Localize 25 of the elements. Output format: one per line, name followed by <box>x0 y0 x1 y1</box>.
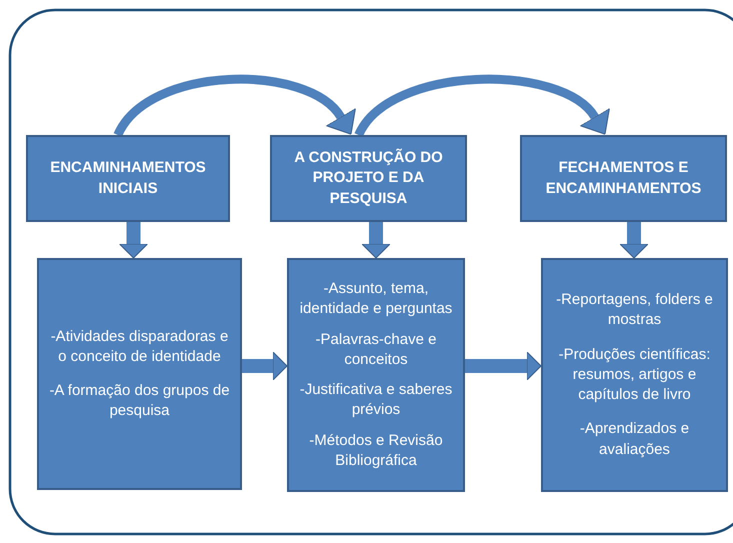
arrow <box>465 352 542 380</box>
content-box <box>287 258 465 492</box>
stage-title: FECHAMENTOS E ENCAMINHAMENTOS <box>544 158 702 198</box>
item-text: -Métodos e Revisão Bibliográfica <box>308 430 444 471</box>
stage-heading-box <box>270 135 467 222</box>
item-text: -Produções científicas: resumos, artigos e capítulos de livro <box>558 344 712 406</box>
stage-heading-box <box>520 135 727 222</box>
content-box <box>541 258 728 492</box>
stage-heading-box <box>26 135 230 222</box>
item-text: -Palavras-chave e conceitos <box>314 330 438 370</box>
item-text: -Assunto, tema, identidade e perguntas <box>298 279 454 320</box>
item-text: -Aprendizados e avaliações <box>578 419 690 460</box>
item-text: -Reportagens, folders e mostras <box>555 290 714 330</box>
arrow <box>242 352 288 380</box>
arrow <box>114 75 354 138</box>
item-text: -A formação dos grupos de pesquisa <box>48 381 231 422</box>
arrow <box>119 222 148 258</box>
stage-title: A CONSTRUÇÃO DO PROJETO E DA PESQUISA <box>293 148 444 209</box>
arrow <box>354 75 608 138</box>
arrow <box>362 222 390 258</box>
item-text: -Atividades disparadoras e o conceito de identidade <box>50 326 230 367</box>
stage-title: ENCAMINHAMENTOS INICIAIS <box>49 158 207 198</box>
item-text: -Justificativa e saberes prévios <box>298 380 454 420</box>
content-box <box>37 258 242 490</box>
arrow <box>620 222 648 258</box>
